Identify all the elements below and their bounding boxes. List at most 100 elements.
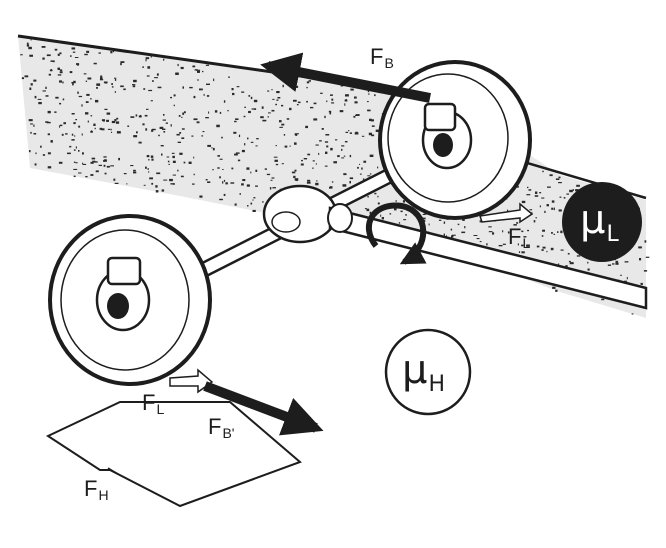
speckle-dot	[144, 114, 148, 117]
speckle-dot	[349, 177, 354, 180]
speckle-dot	[30, 38, 32, 41]
speckle-dot	[95, 99, 99, 103]
speckle-dot	[207, 144, 211, 147]
speckle-dot	[536, 245, 540, 248]
speckle-dot	[149, 177, 153, 180]
speckle-dot	[45, 95, 49, 97]
speckle-dot	[316, 180, 318, 182]
speckle-dot	[526, 244, 530, 247]
speckle-dot	[345, 94, 349, 97]
speckle-dot	[565, 265, 568, 268]
speckle-dot	[217, 167, 220, 169]
speckle-dot	[307, 153, 311, 156]
speckle-dot	[539, 192, 542, 194]
speckle-dot	[246, 167, 250, 170]
speckle-dot	[216, 124, 220, 128]
speckle-dot	[127, 125, 130, 127]
speckle-dot	[98, 52, 101, 54]
speckle-dot	[219, 176, 221, 179]
speckle-dot	[644, 240, 647, 243]
speckle-dot	[24, 75, 29, 78]
speckle-dot	[281, 123, 285, 126]
speckle-dot	[550, 247, 554, 251]
speckle-dot	[253, 197, 256, 199]
speckle-dot	[551, 232, 553, 234]
speckle-dot	[133, 171, 137, 174]
speckle-dot	[367, 90, 370, 93]
speckle-dot	[340, 85, 344, 87]
speckle-dot	[183, 161, 186, 164]
speckle-dot	[359, 173, 362, 175]
speckle-dot	[247, 137, 249, 140]
speckle-dot	[479, 241, 482, 243]
speckle-dot	[75, 146, 77, 149]
speckle-dot	[345, 131, 348, 133]
speckle-dot	[188, 161, 192, 164]
speckle-dot	[328, 110, 332, 113]
speckle-dot	[361, 167, 363, 170]
speckle-dot	[67, 152, 71, 155]
speckle-dot	[575, 189, 579, 192]
speckle-dot	[301, 159, 303, 162]
speckle-dot	[193, 156, 195, 159]
speckle-dot	[165, 122, 168, 124]
speckle-dot	[560, 230, 563, 234]
speckle-dot	[342, 184, 347, 187]
speckle-dot	[276, 99, 279, 101]
speckle-dot	[289, 107, 292, 111]
speckle-dot	[46, 54, 51, 57]
speckle-dot	[177, 141, 181, 143]
speckle-dot	[428, 223, 430, 226]
speckle-dot	[443, 221, 446, 224]
speckle-dot	[38, 102, 42, 105]
speckle-dot	[179, 152, 183, 155]
speckle-dot	[71, 139, 75, 141]
speckle-dot	[308, 80, 311, 82]
speckle-dot	[206, 83, 210, 85]
speckle-dot	[29, 150, 31, 153]
speckle-dot	[238, 134, 241, 138]
speckle-dot	[234, 120, 237, 123]
speckle-dot	[566, 193, 569, 195]
speckle-dot	[47, 110, 51, 114]
speckle-dot	[181, 137, 185, 139]
speckle-dot	[368, 93, 370, 95]
speckle-dot	[313, 118, 318, 121]
speckle-dot	[518, 251, 521, 253]
speckle-dot	[563, 197, 566, 199]
speckle-dot	[450, 228, 453, 231]
speckle-dot	[103, 159, 105, 162]
speckle-dot	[72, 51, 76, 53]
mu-high-badge	[384, 328, 472, 416]
speckle-dot	[96, 83, 101, 86]
speckle-dot	[377, 166, 379, 169]
speckle-dot	[114, 119, 117, 122]
speckle-dot	[179, 132, 182, 134]
speckle-dot	[63, 122, 66, 125]
speckle-dot	[541, 197, 545, 199]
speckle-dot	[73, 149, 76, 151]
speckle-dot	[53, 60, 55, 63]
label-fh: FH	[84, 476, 109, 503]
speckle-dot	[255, 169, 258, 172]
speckle-dot	[255, 145, 258, 147]
speckle-dot	[59, 102, 62, 105]
speckle-dot	[371, 134, 375, 137]
speckle-dot	[498, 245, 503, 247]
speckle-dot	[313, 102, 317, 105]
speckle-dot	[294, 133, 298, 136]
label-fb-prime: FB'	[208, 414, 235, 441]
speckle-dot	[553, 207, 555, 211]
speckle-dot	[189, 86, 193, 89]
speckle-dot	[173, 104, 175, 107]
speckle-dot	[96, 87, 98, 89]
speckle-dot	[30, 83, 33, 86]
speckle-dot	[375, 129, 380, 132]
speckle-dot	[87, 77, 92, 80]
speckle-dot	[47, 166, 52, 169]
speckle-dot	[74, 57, 79, 58]
speckle-dot	[192, 183, 195, 185]
right-brake-caliper	[423, 102, 457, 132]
speckle-dot	[35, 152, 37, 155]
speckle-dot	[217, 155, 220, 157]
